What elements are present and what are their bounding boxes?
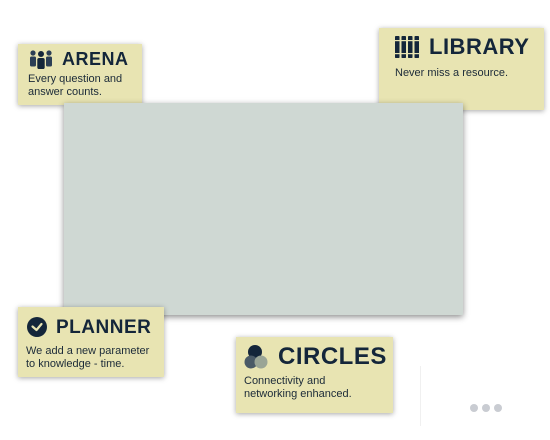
circles-card[interactable]: CIRCLES Connectivity and networking enha… <box>236 337 393 413</box>
library-description-line: Never miss a resource. <box>395 67 509 79</box>
planner-title: PLANNER <box>56 316 152 338</box>
planner-description-line: We add a new parameter <box>26 345 150 357</box>
planner-description: We add a new parameter to knowledge - ti… <box>26 345 156 371</box>
more-options-icon[interactable] <box>470 404 502 412</box>
arena-description-line: Every question and <box>28 73 123 85</box>
arena-description: Every question and answer counts. <box>28 73 132 99</box>
planner-card[interactable]: PLANNER We add a new parameter to knowle… <box>18 307 164 377</box>
circles-description-line: networking enhanced. <box>244 388 352 400</box>
library-card-header: LIBRARY <box>395 34 530 59</box>
library-description: Never miss a resource. <box>395 67 528 80</box>
dot <box>482 404 490 412</box>
circles-description-line: Connectivity and <box>244 375 326 387</box>
arena-description-line: answer counts. <box>28 86 102 98</box>
overlapping-circles-icon <box>244 344 270 370</box>
library-card[interactable]: LIBRARY Never miss a resource. <box>379 28 544 110</box>
arena-card[interactable]: ARENA Every question and answer counts. <box>18 44 142 105</box>
library-title: LIBRARY <box>429 34 530 59</box>
books-icon <box>395 36 421 58</box>
circles-description: Connectivity and networking enhanced. <box>244 375 385 401</box>
more-area <box>420 366 550 426</box>
dot <box>470 404 478 412</box>
preview-panel <box>64 103 463 315</box>
planner-description-line: to knowledge - time. <box>26 358 125 370</box>
people-group-icon <box>28 49 54 69</box>
clock-icon <box>26 316 48 338</box>
planner-card-header: PLANNER <box>26 316 156 338</box>
dot <box>494 404 502 412</box>
arena-title: ARENA <box>62 49 129 69</box>
arena-card-header: ARENA <box>28 49 132 69</box>
circles-card-header: CIRCLES <box>244 343 387 370</box>
circles-title: CIRCLES <box>278 343 387 370</box>
